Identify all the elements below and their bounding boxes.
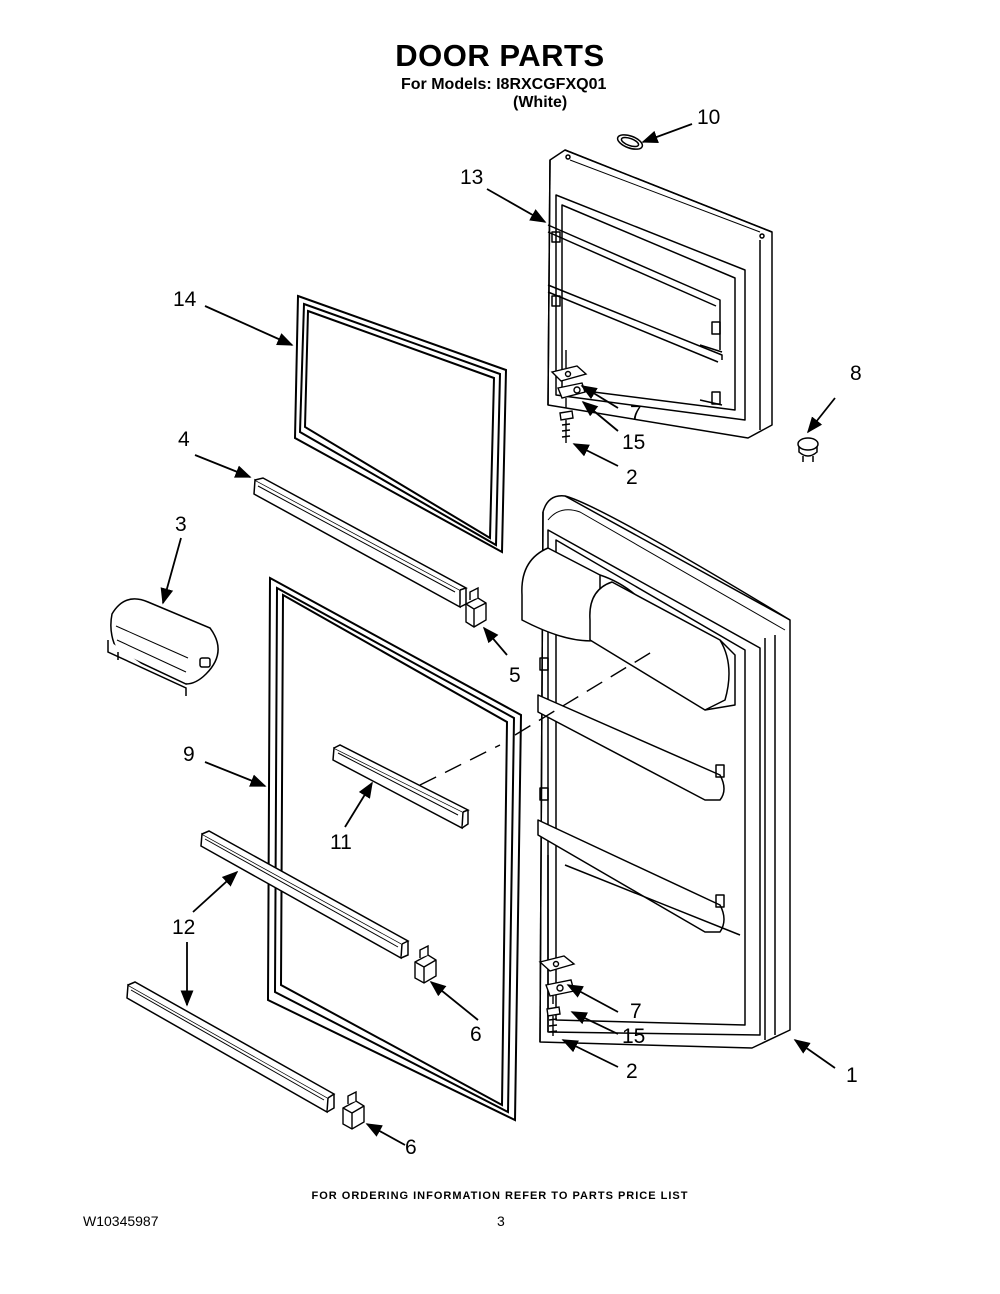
- freezer-door-part-13: [547, 149, 773, 439]
- plug-part-10: [616, 134, 644, 150]
- callout-3: 3: [175, 513, 187, 536]
- callout-2-lower: 2: [626, 1060, 638, 1083]
- callout-5: 5: [509, 664, 521, 687]
- clip-part-6-lower: [342, 1090, 365, 1130]
- models-line: For Models: I8RXCGFXQ01: [401, 76, 607, 93]
- color-line: (White): [513, 94, 568, 111]
- page-title: DOOR PARTS: [395, 38, 605, 73]
- callout-2-upper: 2: [626, 466, 638, 489]
- leader-lines: [160, 123, 836, 1146]
- callout-15-upper: 15: [622, 431, 645, 454]
- callout-9: 9: [183, 743, 195, 766]
- callout-7-upper: 7: [630, 402, 642, 425]
- callout-7-lower: 7: [630, 1000, 642, 1023]
- callout-10: 10: [697, 106, 720, 129]
- plug-part-8: [797, 437, 819, 462]
- clip-part-6-upper: [414, 944, 437, 984]
- callout-13: 13: [460, 166, 483, 189]
- freezer-gasket-part-14: [293, 294, 508, 554]
- rail-part-4: [253, 477, 468, 609]
- alignment-lines: [419, 649, 656, 786]
- fresh-food-door-part-1: [521, 495, 791, 1049]
- clip-part-5: [465, 586, 487, 628]
- callout-8: 8: [850, 362, 862, 385]
- callout-4: 4: [178, 428, 190, 451]
- callout-11: 11: [330, 831, 352, 854]
- callout-6-upper: 6: [470, 1023, 482, 1046]
- page-number: 3: [497, 1213, 505, 1229]
- callout-15-lower: 15: [622, 1025, 645, 1048]
- ordering-note: FOR ORDERING INFORMATION REFER TO PARTS …: [311, 1190, 689, 1202]
- dairy-bin-part-3: [107, 598, 219, 696]
- rail-part-12-upper: [200, 830, 410, 960]
- callout-12: 12: [172, 916, 195, 939]
- callout-14: 14: [173, 288, 197, 311]
- upper-hinge-assembly: [550, 350, 588, 443]
- callout-6-lower: 6: [405, 1136, 417, 1159]
- rail-part-11: [332, 744, 470, 830]
- rail-part-12-lower: [126, 981, 336, 1114]
- callout-labels: 10 13 14 8 7 15 4 2 3 5 9 11 12 6 7 15 2…: [172, 106, 862, 1159]
- fresh-food-gasket-part-9: [266, 576, 523, 1122]
- callout-1: 1: [846, 1064, 858, 1087]
- document-number: W10345987: [83, 1213, 159, 1229]
